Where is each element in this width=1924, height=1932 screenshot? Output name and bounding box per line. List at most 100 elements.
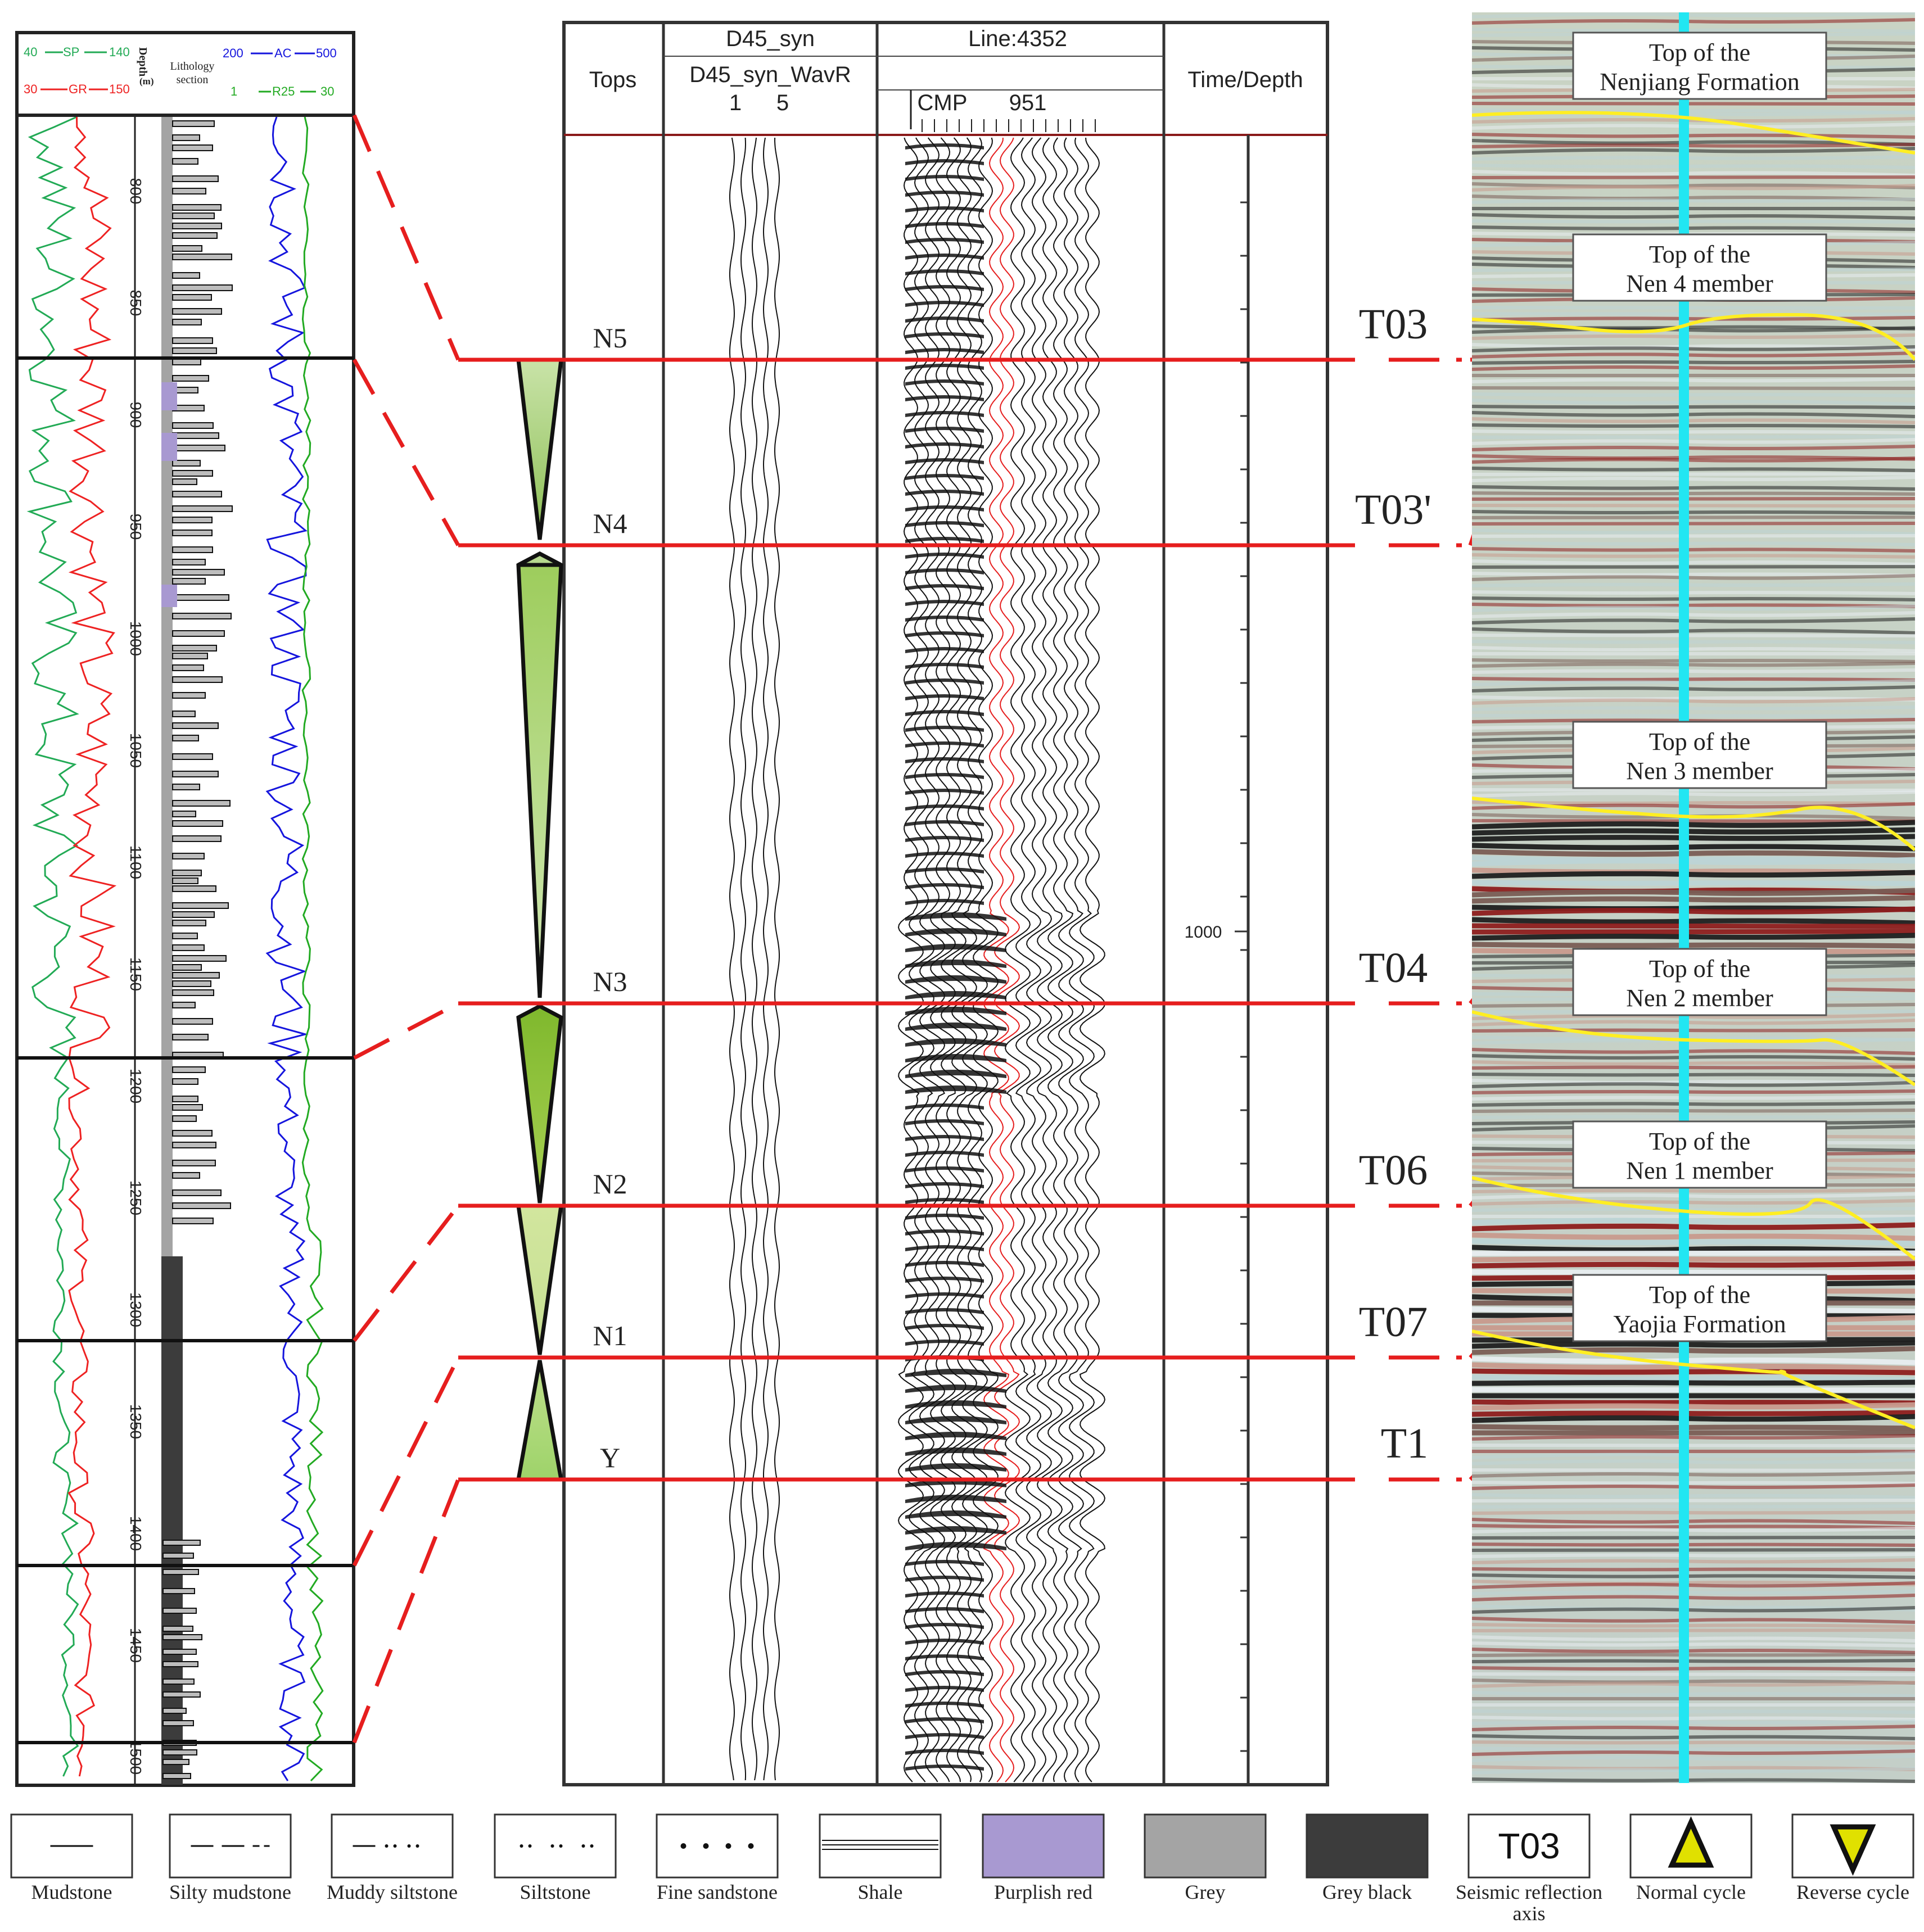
horizon-label: T03' (1355, 486, 1431, 533)
svg-text:Yaojia Formation: Yaojia Formation (1613, 1310, 1786, 1338)
svg-text:T03: T03 (1498, 1826, 1560, 1866)
depth-tick-label: 1450 (127, 1628, 144, 1663)
depth-tick-label: 1350 (127, 1404, 144, 1439)
svg-text:Grey: Grey (1185, 1881, 1226, 1903)
svg-text:Top of the: Top of the (1649, 728, 1750, 755)
svg-text:Seismic reflection: Seismic reflection (1456, 1881, 1602, 1903)
cmp-ticks (922, 119, 1096, 132)
lithology-label: Lithology (170, 60, 215, 73)
synthetic-panel: Tops D45_syn D45_syn_WavR 1 5 Line:4352 … (562, 21, 1329, 1786)
time-tick-label: 1000 (1185, 923, 1222, 942)
r25-min: 1 (231, 84, 237, 98)
depth-tick-label: 1200 (127, 1069, 144, 1103)
depth-tick-label: 850 (127, 290, 144, 316)
ac-min: 200 (223, 46, 243, 60)
reverse-cycle-triangle (516, 1203, 564, 1355)
r25-max: 30 (320, 84, 334, 98)
horizon-line (1472, 313, 1915, 361)
legend-item: Grey (1144, 1813, 1267, 1903)
depth-tick-label: 950 (127, 514, 144, 540)
horizon-line (1472, 797, 1915, 852)
lithology-label-2: section (177, 74, 209, 86)
depth-tick-label: 800 (127, 178, 144, 205)
gr-label: GR (69, 82, 87, 96)
depth-tick-label: 1500 (127, 1740, 144, 1775)
svg-text:Normal cycle: Normal cycle (1636, 1881, 1746, 1903)
depth-tick-label: 1250 (127, 1180, 144, 1215)
svg-text:Nen 2 member: Nen 2 member (1626, 984, 1773, 1012)
legend-item: Silty mudstone (169, 1813, 292, 1903)
horizon-label: T06 (1359, 1147, 1428, 1194)
horizon-lines (1472, 111, 1915, 1429)
legend-item: Mudstone (10, 1813, 133, 1903)
horizon-label: T1 (1381, 1420, 1428, 1467)
legend-item: Purplish red (982, 1813, 1105, 1903)
trace-label-1: 1 (729, 91, 742, 115)
syn-subtitle: D45_syn_WavR (689, 62, 851, 87)
reverse-cycle-triangle (516, 358, 563, 540)
legend-item: Siltstone (494, 1813, 617, 1903)
top-label: N1 (593, 1320, 627, 1351)
top-label: Y (600, 1442, 620, 1473)
tie-lines-left (352, 114, 460, 1744)
svg-text:Top of the: Top of the (1649, 241, 1750, 268)
svg-text:axis: axis (1513, 1902, 1546, 1925)
depth-tick-label: 1100 (127, 845, 144, 879)
seismic-traces (897, 137, 1106, 1782)
well-log-panel: 40 SP 140 30 GR 150 200 AC 500 1 R25 30 … (15, 31, 355, 1787)
depth-tick-label: 1300 (127, 1292, 144, 1327)
svg-text:Fine sandstone: Fine sandstone (657, 1881, 778, 1903)
top-label: N3 (593, 966, 627, 997)
horizon-label: T07 (1359, 1298, 1428, 1346)
depth-unit: (m) (139, 76, 153, 87)
legend-item: Grey black (1306, 1813, 1429, 1903)
time-depth-axis (1235, 135, 1249, 1785)
svg-text:Reverse cycle: Reverse cycle (1796, 1881, 1909, 1903)
cycle-triangles (516, 358, 564, 1482)
sp-label: SP (63, 45, 79, 59)
depth-axis: 800 850 900 950 1000 1050 1100 1150 1200 1250 1300… (127, 178, 144, 1775)
svg-text:Siltstone: Siltstone (520, 1881, 590, 1903)
svg-text:Top of the: Top of the (1649, 1128, 1750, 1155)
svg-text:Purplish red: Purplish red (994, 1881, 1092, 1903)
horizon-line (1472, 111, 1915, 155)
depth-tick-label: 1050 (127, 733, 144, 768)
svg-text:Nen 4 member: Nen 4 member (1626, 270, 1773, 297)
ac-max: 500 (316, 46, 337, 60)
depth-label: Depth (137, 47, 149, 76)
depth-tick-label: 1000 (127, 621, 144, 656)
ac-label: AC (274, 46, 292, 60)
horizon-label: T03 (1359, 301, 1428, 348)
sp-min: 40 (24, 45, 37, 59)
log-boundaries (17, 356, 354, 1744)
gr-min: 30 (24, 82, 37, 96)
depth-tick-label: 900 (127, 402, 144, 428)
svg-text:Top of the: Top of the (1649, 955, 1750, 983)
svg-text:Muddy siltstone: Muddy siltstone (327, 1881, 458, 1903)
svg-text:Grey black: Grey black (1322, 1881, 1412, 1903)
r25-curve (301, 117, 324, 1782)
gr-curve (67, 117, 117, 1777)
gr-max: 150 (109, 82, 130, 96)
sp-max: 140 (109, 45, 130, 59)
svg-text:Nen 3 member: Nen 3 member (1626, 757, 1773, 785)
top-label: N2 (593, 1168, 627, 1200)
time-depth-header: Time/Depth (1187, 67, 1303, 92)
syn-title: D45_syn (726, 26, 815, 51)
svg-text:Top of the: Top of the (1649, 1281, 1750, 1309)
svg-text:Top of the: Top of the (1649, 39, 1750, 66)
svg-text:Mudstone: Mudstone (31, 1881, 112, 1903)
r25-label: R25 (272, 84, 295, 98)
depth-tick-label: 1150 (127, 957, 144, 991)
horizon-line (1472, 1010, 1915, 1087)
svg-text:Nenjiang Formation: Nenjiang Formation (1600, 68, 1800, 96)
horizon-label: T04 (1359, 944, 1428, 992)
